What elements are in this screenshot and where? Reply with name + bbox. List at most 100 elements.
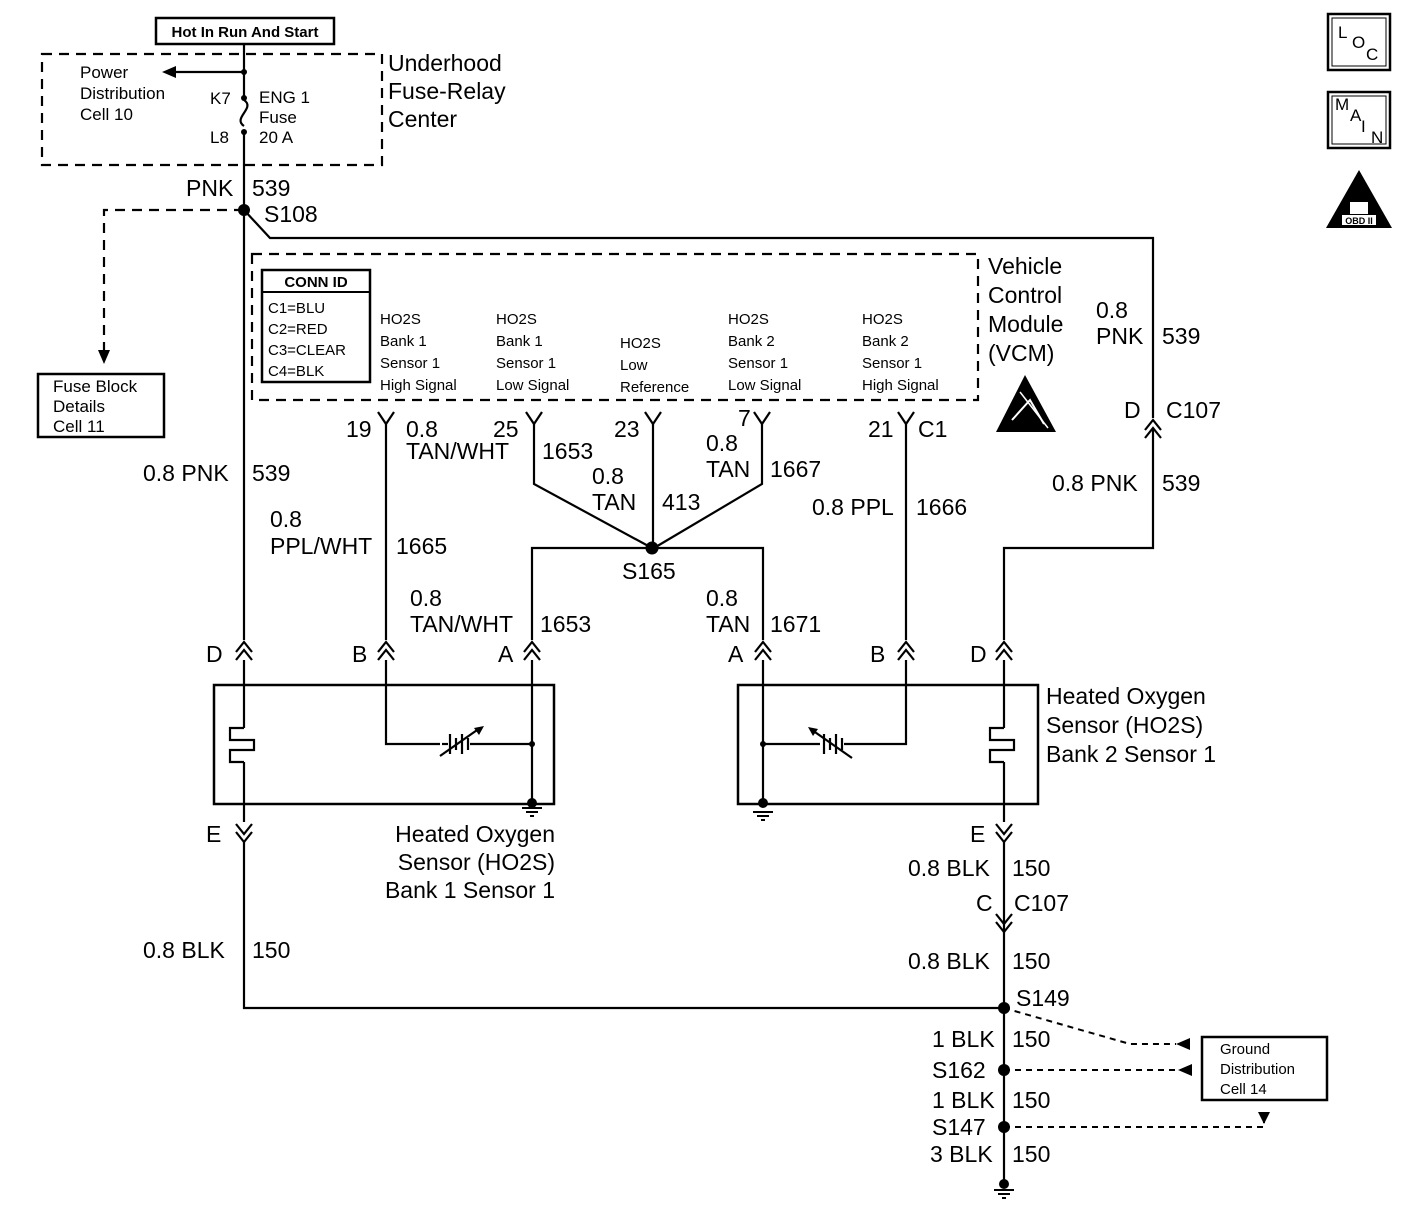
ground-dist-label-2: Distribution [1220,1061,1295,1078]
vcm-pin-label-25: HO2S Bank 1 Sensor 1 Low Signal [496,311,569,394]
hot-in-run-label: Hot In Run And Start [172,24,319,41]
svg-text:Low Signal: Low Signal [496,377,569,394]
pin-25: 25 [493,416,519,442]
pnk-539-left-circuit: 539 [252,460,290,486]
blk-right1-circuit: 150 [1012,855,1050,881]
conn-id-c3: C3=CLEAR [268,342,346,359]
svg-text:Low: Low [620,357,648,374]
ground-distribution-box [1200,1035,1329,1102]
svg-text:Bank 2: Bank 2 [728,333,775,350]
blk-1a-color: 1 BLK [932,1026,995,1052]
svg-text:High Signal: High Signal [380,377,457,394]
loc-icon[interactable]: L O C [1326,12,1392,72]
s149-label: S149 [1016,985,1070,1011]
c107-top-pin: D [1124,397,1141,423]
fuse-relay-center-box [40,52,384,167]
c107-top-label: C107 [1166,397,1221,423]
wire-1667 [653,424,764,549]
fuse-block-label-2: Details [53,397,105,416]
heater-element-1-icon [228,726,256,764]
ppl-1666-color: 0.8 PPL [812,494,894,520]
tan-1671-size: 0.8 [706,585,738,611]
pin-23: 23 [614,416,640,442]
svg-text:Reference: Reference [620,379,689,396]
tan-1671-color: TAN [706,611,750,637]
ground-main-icon [994,1179,1014,1199]
vcm-pin-label-7: HO2S Bank 2 Sensor 1 Low Signal [728,311,801,394]
pnk-right-color: PNK [1096,323,1144,349]
s2-pin-a: A [728,641,744,667]
blk-right1-color: 0.8 BLK [908,855,990,881]
svg-text:HO2S: HO2S [620,335,661,352]
connector-c1: C1 [918,416,947,442]
tan-wht-bot-size: 0.8 [410,585,442,611]
blk-left-color: 0.8 BLK [143,937,225,963]
tan-1667-size: 0.8 [706,430,738,456]
tan-1667-circuit: 1667 [770,456,821,482]
svg-text:O: O [1352,33,1365,52]
ground-dist-label-3: Cell 14 [1220,1081,1267,1098]
main-icon[interactable]: M A I N [1326,90,1392,150]
blk-1b-circuit: 150 [1012,1087,1050,1113]
ground-2-icon [753,798,773,821]
blk-right2-color: 0.8 BLK [908,948,990,974]
fuse-center-label-2: Fuse-Relay [388,78,506,104]
s1-title-3: Bank 1 Sensor 1 [385,877,555,903]
sensor-top-connectors [235,640,1013,661]
s2-pin-d: D [970,641,987,667]
s1-pin-e: E [206,821,221,847]
fuse-center-label-3: Center [388,106,457,132]
c107-bot-label: C107 [1014,890,1069,916]
ground-1-icon [522,798,542,817]
svg-text:A: A [1350,106,1362,125]
tan-wht-top-size: 0.8 [406,416,438,442]
tan-413-color: TAN [592,489,636,515]
pnk-right-size: 0.8 [1096,297,1128,323]
s162-label: S162 [932,1057,986,1083]
svg-text:Sensor 1: Sensor 1 [862,355,922,372]
fuse-block-label-1: Fuse Block [53,377,138,396]
blk-right2-circuit: 150 [1012,948,1050,974]
pnk-539-right-wire [243,209,1155,418]
vcm-title-3: Module [988,311,1063,337]
vcm-title-1: Vehicle [988,253,1062,279]
ppl-wht-color: PPL/WHT [270,533,372,559]
blk-1b-color: 1 BLK [932,1087,995,1113]
hot-in-run-box: Hot In Run And Start [154,16,336,46]
s1-pin-d: D [206,641,223,667]
svg-text:Sensor 1: Sensor 1 [496,355,556,372]
tan-wht-top-circuit: 1653 [542,438,593,464]
svg-text:N: N [1371,128,1383,147]
pnk-539-to-sensor2 [1002,428,1155,640]
gd-arrow-3-icon [1258,1112,1270,1124]
power-dist-label-1: Power [80,63,129,82]
obd-ii-icon[interactable]: OBD II [1326,170,1392,228]
fuse-name-2: Fuse [259,108,297,127]
svg-text:OBD II: OBD II [1345,216,1373,226]
power-dist-label-3: Cell 10 [80,105,133,124]
power-dist-label-2: Distribution [80,84,165,103]
sensor-bank1-box [212,683,556,806]
heater-element-2-icon [988,726,1016,764]
fuse-icon [239,99,249,127]
s165-label: S165 [622,558,676,584]
fuse-block-label-3: Cell 11 [53,417,105,436]
svg-text:Bank 1: Bank 1 [496,333,543,350]
fuse-k7-label: K7 [210,89,231,108]
fuse-name-3: 20 A [259,128,294,147]
pin-21: 21 [868,416,894,442]
pnk-right-bot-circuit: 539 [1162,470,1200,496]
svg-text:C: C [1366,45,1378,64]
svg-text:HO2S: HO2S [380,311,421,328]
svg-text:HO2S: HO2S [728,311,769,328]
esd-warning-icon [996,375,1056,432]
svg-text:Low Signal: Low Signal [728,377,801,394]
vcm-pin-label-19: HO2S Bank 1 Sensor 1 High Signal [380,311,457,394]
s2-pin-e: E [970,821,985,847]
conn-id-title: CONN ID [284,274,348,291]
s1-pin-a: A [498,641,514,667]
fuse-block-arrow-icon [98,350,110,364]
s2-title-1: Heated Oxygen [1046,683,1206,709]
variable-cell-2-icon [808,727,853,759]
